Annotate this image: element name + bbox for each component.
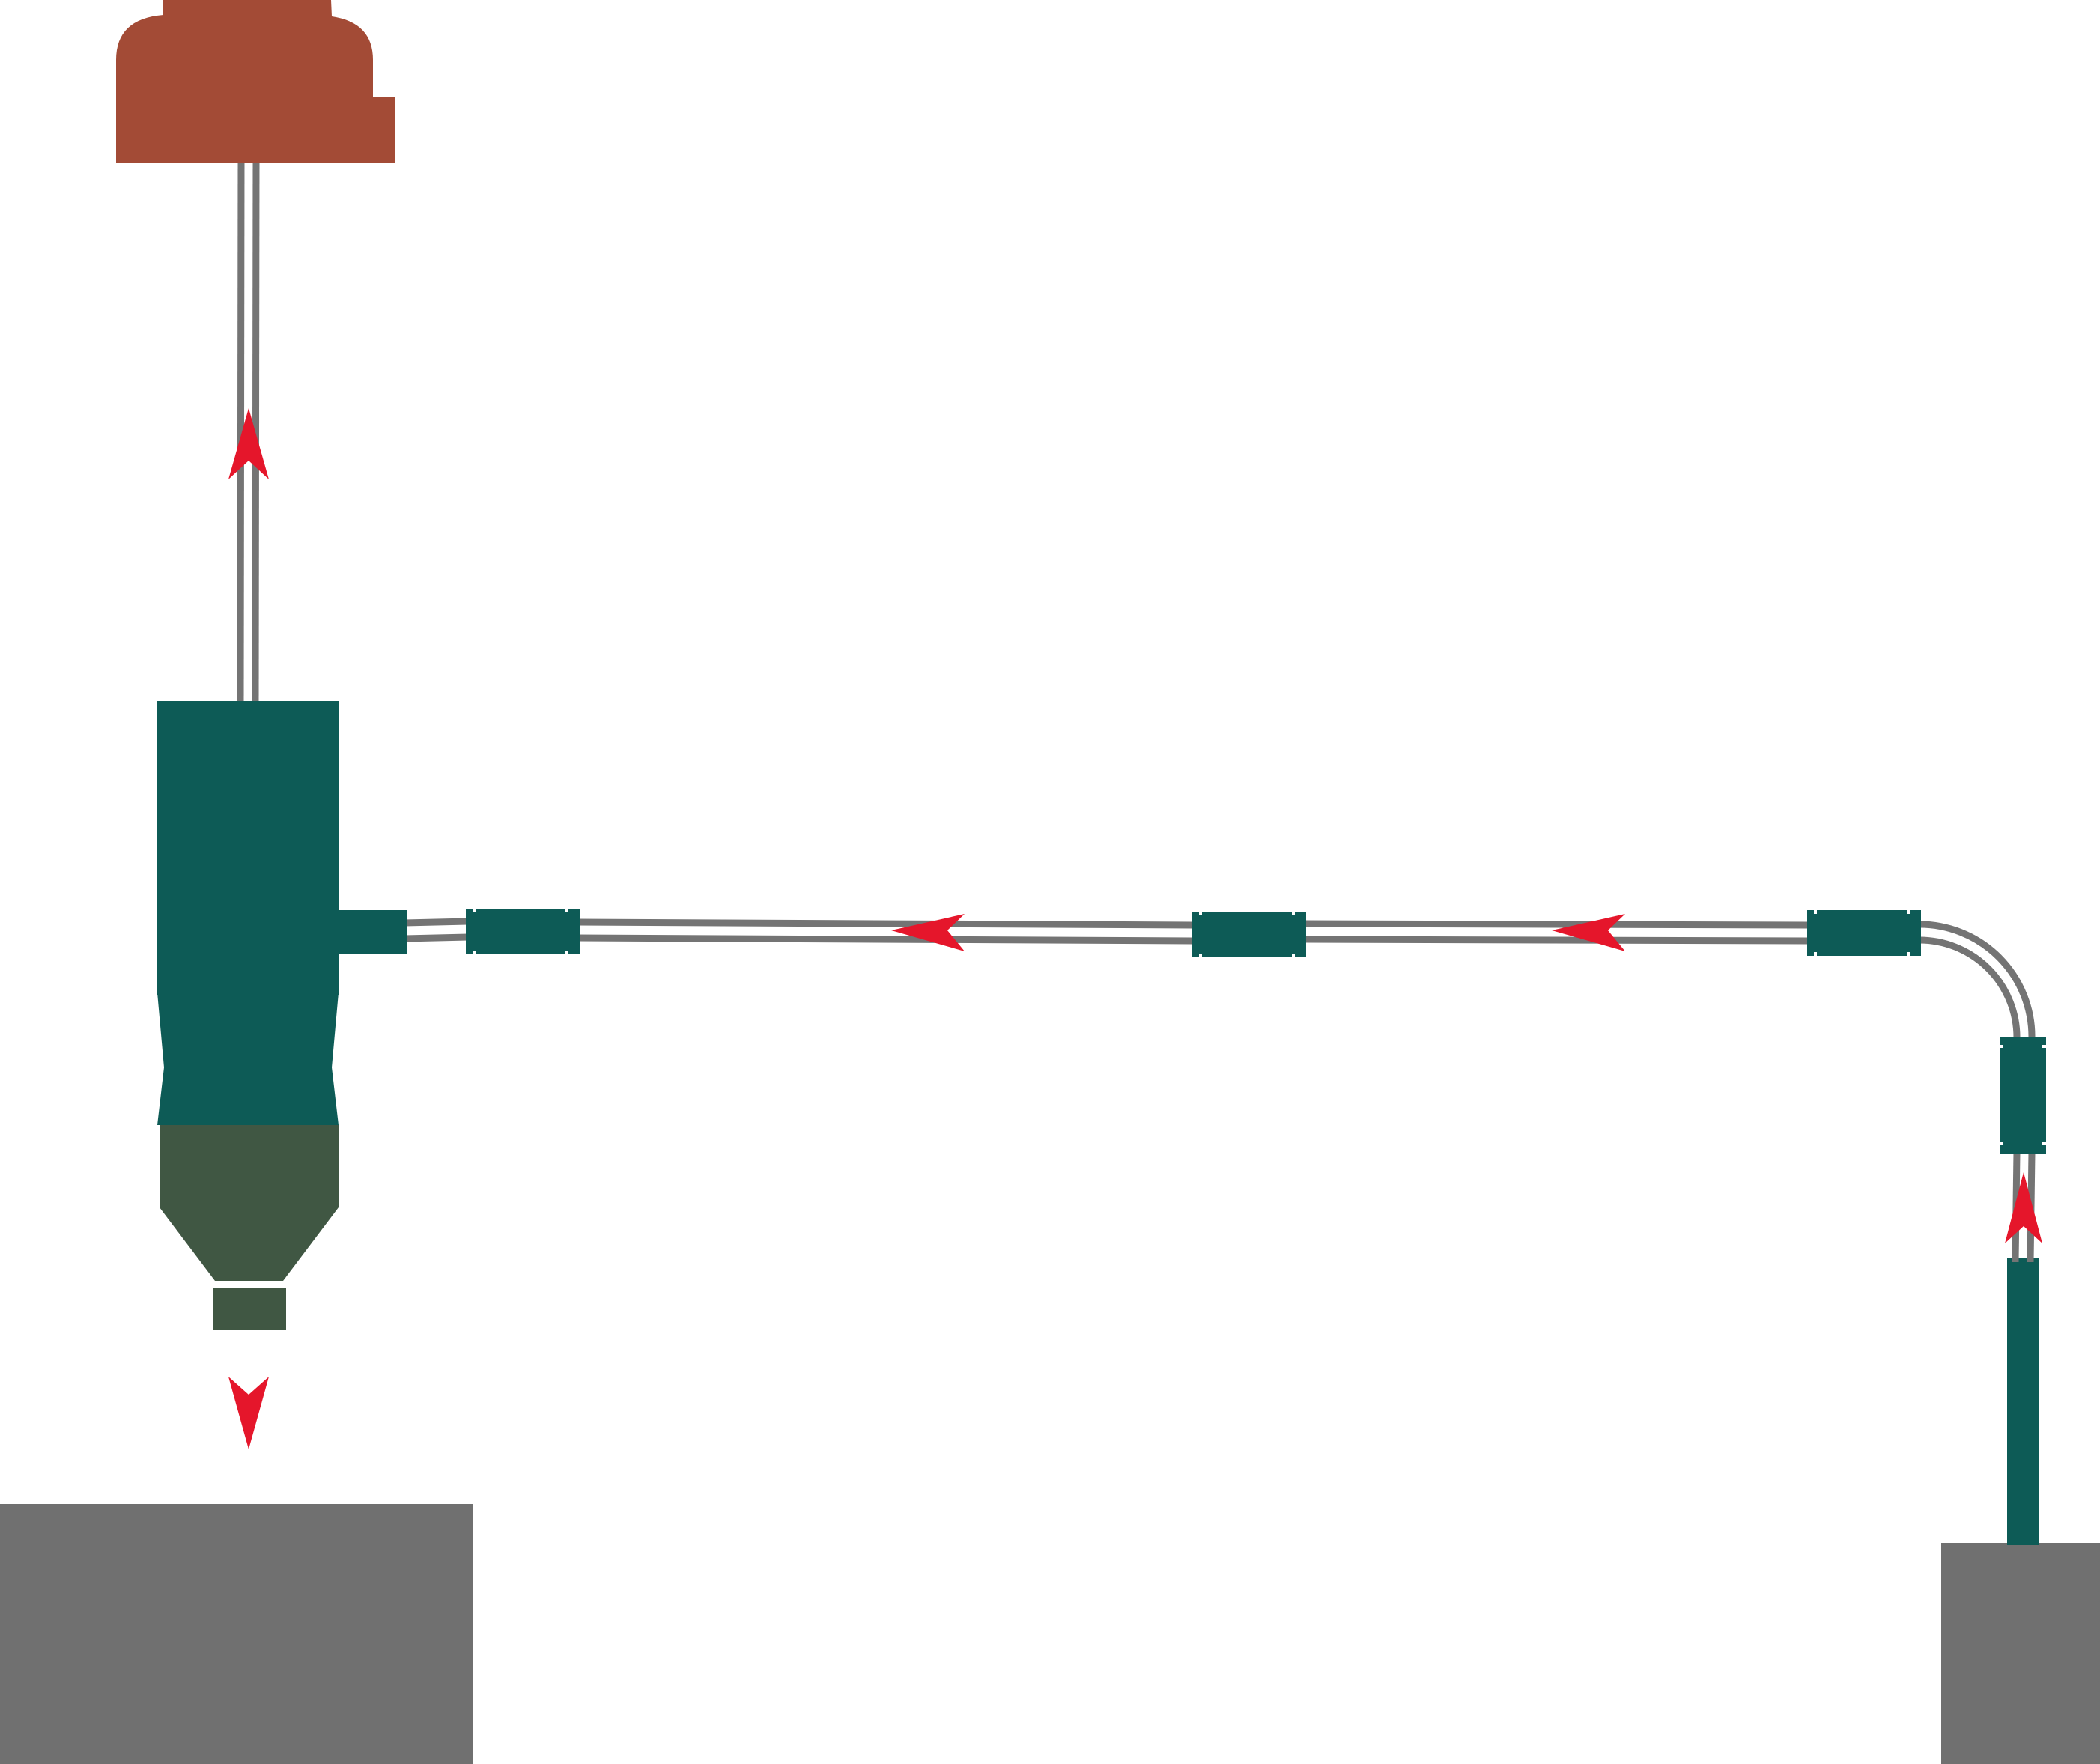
- feed-riser: [2007, 1258, 2039, 1545]
- exhaust-fan: [116, 0, 395, 163]
- pipe-coupling-notches: [2000, 1045, 2046, 1145]
- receiving-bin: [0, 1504, 473, 1764]
- feed-source-bin: [1941, 1543, 2100, 1764]
- exhaust-duct: [237, 160, 260, 705]
- discharge-hopper: [160, 1125, 339, 1330]
- conveying-line: [404, 918, 2036, 1263]
- pipe-coupling: [466, 909, 1921, 957]
- cyclone-separator: [157, 701, 407, 1125]
- pipe-coupling: [2000, 1037, 2046, 1154]
- flow-arrow: [228, 408, 2042, 1449]
- pipe-coupling-notches: [473, 909, 1910, 957]
